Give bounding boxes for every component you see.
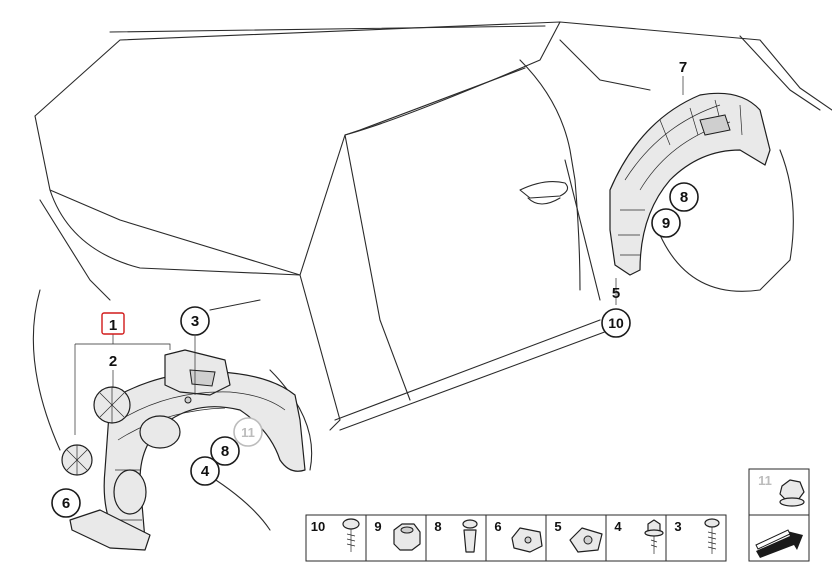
svg-text:8: 8 <box>680 189 688 206</box>
svg-text:6: 6 <box>62 495 70 512</box>
svg-text:8: 8 <box>434 519 441 534</box>
svg-text:2: 2 <box>109 353 117 370</box>
clip-nut-icon <box>569 527 603 553</box>
arrow-icon <box>755 529 803 558</box>
svg-text:4: 4 <box>614 519 622 534</box>
svg-text:5: 5 <box>554 519 561 534</box>
callout-7[interactable]: 7 <box>679 59 687 76</box>
svg-text:9: 9 <box>662 215 670 232</box>
callout-6[interactable]: 6 <box>51 488 81 518</box>
legend-cell-5[interactable]: 5 <box>545 514 607 562</box>
svg-text:11: 11 <box>241 425 255 440</box>
callout-8-rear[interactable]: 8 <box>669 182 699 212</box>
grommet-parts <box>61 386 131 476</box>
svg-text:7: 7 <box>679 59 687 76</box>
svg-text:3: 3 <box>674 519 681 534</box>
screw-icon <box>342 518 360 552</box>
legend-cell-9[interactable]: 9 <box>365 514 427 562</box>
legend-cell-6[interactable]: 6 <box>485 514 547 562</box>
callout-9[interactable]: 9 <box>651 208 681 238</box>
callout-5[interactable]: 5 <box>612 285 620 302</box>
svg-text:3: 3 <box>191 313 199 330</box>
callout-11-grey[interactable]: 11 <box>233 417 263 447</box>
svg-text:9: 9 <box>374 519 381 534</box>
legend-cell-11[interactable]: 11 <box>748 468 810 516</box>
screw-icon <box>704 518 720 554</box>
legend-cell-10[interactable]: 10 <box>305 514 367 562</box>
front-wheel-arch-liner <box>69 349 306 551</box>
leader-lines <box>74 76 684 435</box>
svg-text:1: 1 <box>109 317 117 334</box>
callout-8-front[interactable]: 8 <box>210 436 240 466</box>
spring-nut-icon <box>511 527 543 553</box>
hex-nut-icon <box>393 523 421 551</box>
svg-text:10: 10 <box>608 315 624 331</box>
svg-text:11: 11 <box>758 473 772 488</box>
callout-10[interactable]: 10 <box>601 308 631 338</box>
rear-wheel-arch-liner <box>609 92 771 276</box>
legend-cell-3[interactable]: 3 <box>665 514 727 562</box>
callout-3[interactable]: 3 <box>180 306 210 336</box>
expanding-rivet-icon <box>462 519 478 553</box>
legend-cell-4[interactable]: 4 <box>605 514 667 562</box>
svg-text:5: 5 <box>612 285 620 302</box>
car-body-outline <box>32 21 832 531</box>
svg-text:10: 10 <box>311 519 325 534</box>
svg-text:4: 4 <box>201 463 210 480</box>
flange-nut-icon <box>779 479 805 507</box>
legend-arrow-cell[interactable] <box>748 514 810 562</box>
flanged-bolt-icon <box>644 519 664 554</box>
legend-cell-8[interactable]: 8 <box>425 514 487 562</box>
svg-text:8: 8 <box>221 443 229 460</box>
svg-text:6: 6 <box>494 519 501 534</box>
callout-2[interactable]: 2 <box>109 353 117 370</box>
fastener-legend: 10 9 8 6 <box>305 468 810 562</box>
callout-4[interactable]: 4 <box>190 456 220 486</box>
callout-1[interactable]: 1 <box>101 312 125 335</box>
